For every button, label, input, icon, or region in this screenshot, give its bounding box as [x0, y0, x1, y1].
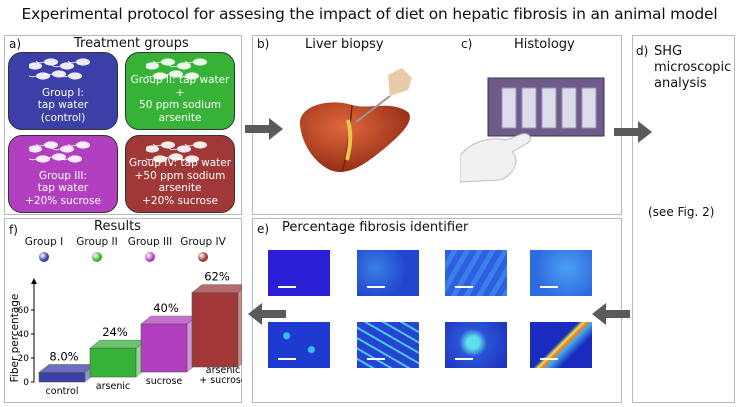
legend-item: Group IV — [173, 236, 233, 262]
treatment-group-line: +50 ppm sodium arsenite — [126, 170, 234, 195]
shg-image-tile — [530, 250, 592, 296]
shg-image-tile — [268, 250, 330, 296]
rats-icon — [29, 58, 99, 88]
bar — [39, 372, 85, 382]
x-category-label: control — [46, 386, 79, 397]
panel-c-title: Histology — [514, 37, 575, 52]
legend-item: Group II — [67, 236, 127, 262]
bar — [141, 324, 187, 372]
treatment-group-line: 50 ppm sodium arsenite — [126, 99, 234, 124]
panel-e — [252, 218, 622, 403]
treatment-group-line: Group IV: tap water — [126, 157, 234, 170]
panel-d-title-line: SHG — [654, 44, 731, 60]
bar-top-face — [192, 285, 242, 293]
x-category-label: + sucrose — [199, 375, 242, 386]
x-category-label: sucrose — [146, 376, 183, 387]
panel-d-title-line: microscopic — [654, 60, 731, 76]
treatment-group-label: Group II: tap water +50 ppm sodium arsen… — [126, 74, 234, 124]
panel-d-label: d) — [636, 44, 648, 58]
panel-d-note: (see Fig. 2) — [648, 205, 714, 219]
panel-d-title: SHG microscopic analysis — [654, 44, 731, 92]
x-category-label: arsenic — [96, 381, 130, 392]
bar — [90, 348, 136, 377]
treatment-group-line: tap water — [9, 182, 117, 195]
treatment-group-label: Group IV: tap water+50 ppm sodium arseni… — [126, 157, 234, 207]
treatment-group-line: Group II: tap water + — [126, 74, 234, 99]
treatment-group-box: Group I:tap water(control) — [8, 52, 118, 130]
panel-f-title: Results — [94, 219, 141, 234]
panel-a-label: a) — [9, 37, 21, 51]
figure-title: Experimental protocol for assesing the i… — [0, 5, 739, 23]
bar-value-label: 24% — [102, 325, 128, 339]
treatment-group-line: (control) — [9, 112, 117, 125]
scale-bar — [540, 286, 558, 288]
treatment-group-line: +20% sucrose — [9, 195, 117, 208]
shg-image-tile — [357, 250, 419, 296]
legend-label: Group IV — [180, 236, 226, 248]
histology-slides-illustration — [460, 74, 608, 184]
shg-image-tile — [530, 322, 592, 368]
arrow-right-icon — [612, 118, 654, 146]
shg-image-tile — [445, 250, 507, 296]
arrow-right-icon — [243, 115, 285, 143]
scale-bar — [455, 286, 473, 288]
legend-color-swatch — [198, 252, 208, 262]
treatment-group-line: tap water — [9, 99, 117, 112]
panel-b-label: b) — [257, 37, 269, 51]
shg-image-tile — [357, 322, 419, 368]
bar-value-label: 8.0% — [49, 349, 78, 363]
treatment-group-label: Group III:tap water+20% sucrose — [9, 170, 117, 208]
scale-bar — [278, 286, 296, 288]
legend-label: Group I — [25, 236, 63, 248]
legend-color-swatch — [39, 252, 49, 262]
panel-a-title: Treatment groups — [74, 36, 189, 51]
treatment-group-line: +20% sucrose — [126, 195, 234, 208]
panel-d-title-line: analysis — [654, 76, 731, 92]
bar-value-label: 62% — [204, 270, 230, 284]
legend-item: Group III — [120, 236, 180, 262]
panel-e-title: Percentage fibrosis identifier — [282, 220, 468, 235]
y-axis-label: Fiber percentage — [9, 294, 21, 383]
scale-bar — [278, 358, 296, 360]
rats-icon — [29, 141, 99, 171]
arrow-left-icon — [246, 300, 288, 328]
panel-b-title: Liver biopsy — [305, 37, 384, 52]
treatment-group-label: Group I:tap water(control) — [9, 87, 117, 125]
bar-side-face — [238, 285, 242, 367]
liver-illustration — [290, 60, 420, 190]
panel-e-label: e) — [257, 222, 269, 236]
treatment-group-line: Group I: — [9, 87, 117, 100]
legend-label: Group II — [76, 236, 118, 248]
arrow-left-icon — [590, 300, 632, 328]
bar — [192, 293, 238, 367]
panel-f-label: f) — [9, 223, 18, 237]
legend-color-swatch — [92, 252, 102, 262]
treatment-group-box: Group II: tap water +50 ppm sodium arsen… — [125, 52, 235, 130]
bar-value-label: 40% — [153, 301, 179, 315]
panel-c-label: c) — [461, 37, 472, 51]
shg-image-tile — [445, 322, 507, 368]
treatment-group-box: Group III:tap water+20% sucrose — [8, 135, 118, 213]
y-axis-arrow — [31, 278, 37, 284]
legend-color-swatch — [145, 252, 155, 262]
scale-bar — [367, 358, 385, 360]
treatment-group-line: Group III: — [9, 170, 117, 183]
scale-bar — [540, 358, 558, 360]
treatment-group-box: Group IV: tap water+50 ppm sodium arseni… — [125, 135, 235, 213]
y-tick-label: 0 — [23, 378, 29, 388]
shg-image-tile — [268, 322, 330, 368]
legend-label: Group III — [128, 236, 173, 248]
legend-item: Group I — [14, 236, 74, 262]
scale-bar — [455, 358, 473, 360]
scale-bar — [367, 286, 385, 288]
